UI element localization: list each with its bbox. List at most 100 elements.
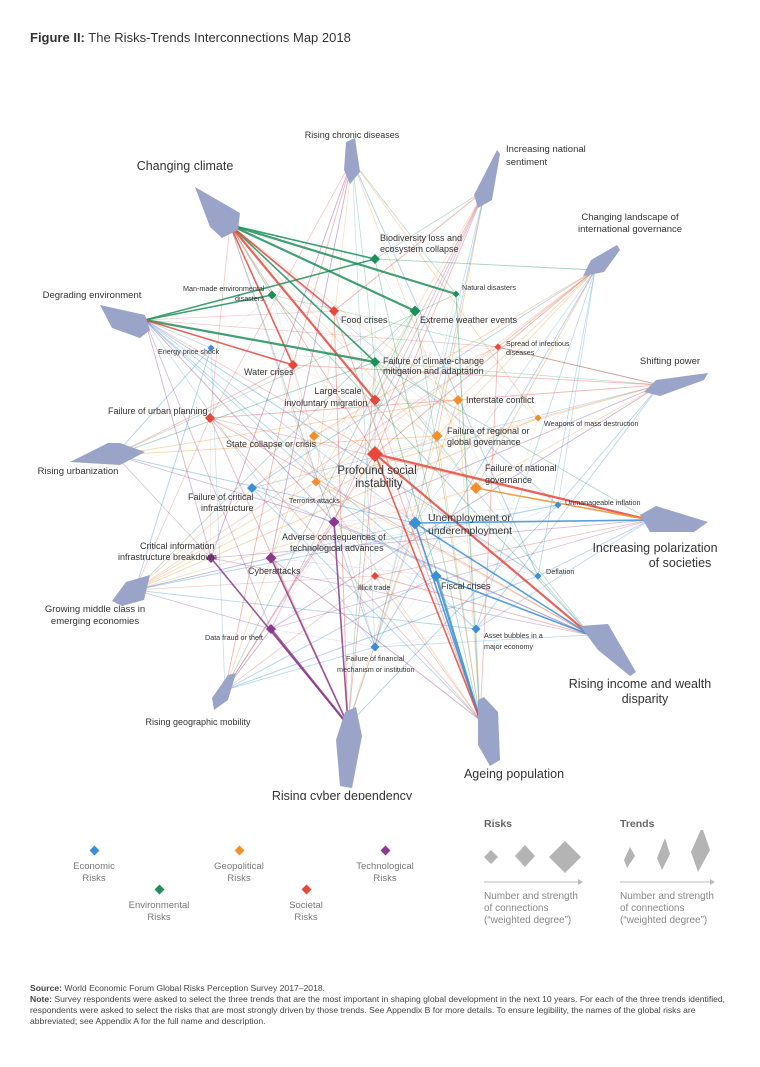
link-increasing_national-migration (374, 189, 486, 401)
risk-label-state_collapse: State collapse or crisis (226, 439, 317, 449)
link-urbanization-energy_price (114, 347, 212, 456)
link-changing_landscape-social_instability (374, 269, 596, 455)
link-changing_climate-social_instability (229, 224, 376, 455)
link-inflation-financial_failure (374, 504, 559, 648)
link-energy_price-climate_failure (210, 347, 376, 363)
risk-node-migration (369, 394, 381, 406)
risk-node-climate_failure (370, 357, 380, 367)
link-changing_landscape-unemployment (414, 269, 596, 524)
link-middle_class-inflation (134, 504, 559, 591)
link-urban_planning-deflation (209, 417, 539, 577)
link-increasing_national-biodiversity (374, 189, 486, 260)
link-tech_adverse-asset_bubbles (333, 521, 477, 630)
link-water-financial_failure (292, 364, 376, 648)
strong-link-ageing-social_instability (374, 453, 481, 721)
trend-label-urbanization: Rising urbanization (38, 466, 119, 477)
link-ageing-regional_gov (436, 435, 481, 721)
strong-link-degrading_env-climate_failure (144, 318, 376, 364)
strong-link-ageing-unemployment (414, 522, 481, 721)
link-shifting_power-wmd (537, 384, 661, 419)
link-social_instability-cyberattacks (270, 453, 376, 559)
link-extreme_weather-tech_adverse (333, 310, 416, 523)
link-middle_class-illicit (134, 575, 376, 591)
link-middle_class-terrorist (134, 481, 317, 591)
link-income_disparity-info_infra (210, 557, 591, 636)
link-changing_landscape-infectious (497, 269, 596, 348)
link-changing_climate-national_gov (229, 224, 477, 489)
figure-title-text: The Risks-Trends Interconnections Map 20… (88, 30, 351, 45)
risk-node-wmd (534, 414, 542, 422)
link-ageing-natural_disasters (455, 293, 481, 721)
link-rising_chronic-national_gov (351, 159, 477, 489)
risk-label-interstate: Interstate conflict (466, 395, 535, 405)
risk-node-terrorist (311, 477, 321, 487)
risk-label-water: Water crises (244, 367, 294, 377)
link-polarization-data_fraud (270, 519, 651, 630)
link-urbanization-info_infra (114, 454, 212, 559)
trend-shape-ageing (478, 697, 500, 766)
link-wmd-terrorist (315, 417, 539, 483)
link-increasing_national-social_instability (374, 189, 486, 455)
link-polarization-illicit (374, 519, 651, 577)
link-rising_chronic-urban_planning (209, 159, 353, 419)
legend-trend-size-large (691, 830, 710, 872)
trend-shape-shifting_power (644, 373, 708, 396)
link-geographic_mobility-social_instability (224, 453, 376, 691)
trend-label-ageing: Ageing population (464, 767, 564, 781)
link-changing_landscape-terrorist (315, 269, 596, 483)
risk-label-illicit: Illicit trade (358, 583, 390, 592)
link-ageing-cyberattacks (270, 557, 481, 721)
link-urban_planning-illicit (209, 417, 376, 577)
legend-diamond-societal (301, 884, 312, 895)
link-middle_class-urban_planning (134, 417, 211, 591)
link-wmd-social_instability (374, 417, 539, 455)
link-rising_chronic-water (292, 159, 353, 366)
link-changing_climate-interstate (229, 224, 459, 401)
link-rising_chronic-terrorist (315, 159, 353, 483)
strong-link-changing_climate-food (229, 224, 335, 312)
link-shifting_power-asset_bubbles (475, 384, 661, 630)
risk-node-national_gov (470, 482, 482, 494)
link-man_made-energy_price (210, 294, 273, 349)
strong-link-changing_climate-extreme_weather (229, 224, 416, 312)
link-geographic_mobility-tech_adverse (224, 521, 335, 691)
link-infectious-state_collapse (313, 346, 499, 437)
link-water-terrorist (292, 364, 317, 483)
legend-diamond-economic (89, 845, 100, 856)
link-changing_landscape-asset_bubbles (475, 269, 596, 630)
link-urbanization-tech_adverse (114, 454, 335, 523)
link-food-regional_gov (333, 310, 438, 437)
trend-shape-degrading_env (100, 305, 150, 338)
trend-label-degrading_env: Degrading environment (43, 290, 142, 301)
link-water-regional_gov (292, 364, 438, 437)
risk-node-illicit (371, 572, 379, 580)
link-income_disparity-financial_failure (374, 634, 591, 648)
link-geographic_mobility-extreme_weather (224, 310, 416, 691)
risk-node-man_made (267, 290, 277, 300)
link-geographic_mobility-water (224, 364, 294, 691)
link-degrading_env-infectious (144, 319, 499, 348)
link-data_fraud-financial_failure (270, 628, 376, 648)
link-shifting_power-critical_infra (251, 384, 661, 489)
link-shifting_power-national_gov (475, 384, 661, 489)
link-rising_chronic-wmd (351, 159, 539, 419)
link-food-inflation (333, 310, 559, 506)
strong-link-degrading_env-man_made (144, 294, 273, 321)
legend-diamond-geopolitical (234, 845, 245, 856)
link-changing_climate-urban_planning (209, 224, 231, 419)
link-middle_class-national_gov (134, 487, 477, 591)
link-inflation-cyberattacks (270, 504, 559, 559)
trend-shape-polarization (640, 506, 708, 532)
risk-node-urban_planning (205, 413, 215, 423)
legend-scale-graphic (484, 830, 715, 885)
link-middle_class-asset_bubbles (134, 589, 477, 630)
link-increasing_national-regional_gov (436, 189, 486, 437)
strong-link-changing_climate-climate_failure (229, 224, 376, 363)
risk-node-water (288, 360, 298, 370)
